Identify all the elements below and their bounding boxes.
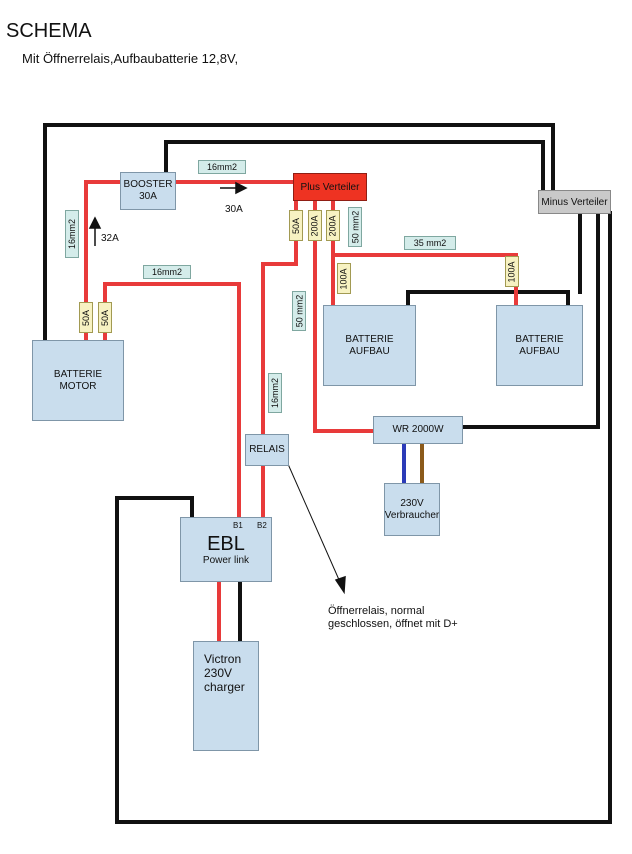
fuse-motor-right: 50A [98, 302, 112, 333]
positive-wire-wr [313, 198, 375, 433]
page-title: SCHEMA [6, 20, 92, 42]
page-subtitle: Mit Öffnerrelais,Aufbaubatterie 12,8V, [22, 51, 239, 66]
negative-wire-outer-loop [43, 123, 555, 342]
negative-wire-wr [461, 211, 600, 429]
ebl-terminal-b1: B1 [233, 521, 243, 530]
fuse-aufbau-1: 100A [337, 263, 351, 294]
current-label-motor-up: 32A [101, 233, 119, 244]
plus-verteiler: Plus Verteiler [293, 173, 367, 201]
fuse-motor-left: 50A [79, 302, 93, 333]
fuse-pv-50a: 50A [289, 210, 303, 241]
batterie-aufbau-box-1: BATTERIE AUFBAU [323, 305, 416, 386]
current-label-booster-out: 30A [225, 204, 243, 215]
cable-label-distributor-50mm2: 50 mm2 [348, 207, 362, 247]
fuse-pv-200a-1: 200A [308, 210, 322, 241]
wr-box: WR 2000W [373, 416, 463, 444]
cable-label-mid-16mm2: 16mm2 [143, 265, 191, 279]
relais-note: Öffnerrelais, normal geschlossen, öffnet… [328, 605, 458, 630]
relais-box: RELAIS [245, 434, 289, 466]
arrow-relais-note-head [334, 575, 346, 595]
positive-wire-aufbau1 [331, 253, 518, 307]
negative-wire-ebl [115, 211, 612, 824]
cable-label-vert-50mm2: 50 mm2 [292, 291, 306, 331]
fuse-pv-200a-2: 200A [326, 210, 340, 241]
positive-wire-motor-booster [84, 180, 122, 342]
ebl-box: EBL Power link [180, 517, 272, 582]
positive-wire-motor-ebl [103, 282, 241, 519]
arrow-up-head [88, 216, 102, 229]
verbraucher-box: 230V Verbraucher [384, 483, 440, 536]
arrow-right-head [235, 181, 248, 195]
fuse-aufbau-2: 100A [505, 256, 519, 287]
ebl-subtitle: Power link [202, 554, 250, 566]
negative-wire-aufbau1 [406, 290, 570, 307]
cable-label-35mm2: 35 mm2 [404, 236, 456, 250]
ebl-terminal-b2: B2 [257, 521, 267, 530]
batterie-aufbau-box-2: BATTERIE AUFBAU [496, 305, 583, 386]
negative-wire-booster [164, 140, 545, 192]
cable-label-relais-16mm2: 16mm2 [268, 373, 282, 413]
booster-box: BOOSTER 30A [120, 172, 176, 210]
cable-label-top-16mm2: 16mm2 [198, 160, 246, 174]
cable-label-left-16mm2: 16mm2 [65, 210, 79, 258]
arrow-relais-note-line [287, 463, 341, 583]
ebl-title: EBL [207, 532, 245, 555]
batterie-motor-box: BATTERIE MOTOR [32, 340, 124, 421]
minus-verteiler: Minus Verteiler [538, 190, 611, 214]
victron-box: Victron 230V charger [193, 641, 259, 751]
